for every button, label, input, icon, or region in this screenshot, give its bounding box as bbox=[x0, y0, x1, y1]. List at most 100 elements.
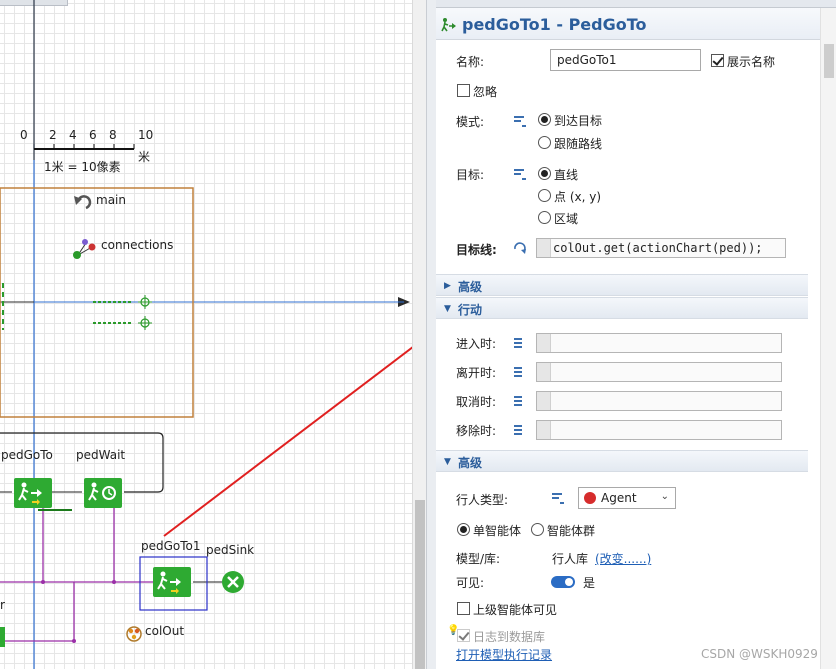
section-advanced-expanded[interactable]: ▼ 高级 bbox=[436, 450, 808, 472]
scrollbar-thumb[interactable] bbox=[824, 44, 834, 78]
chevron-down-icon: ⌄ bbox=[660, 491, 669, 502]
scale-tick: 4 bbox=[69, 128, 77, 142]
pedestrian-wait-icon bbox=[88, 482, 116, 501]
colOut-label: colOut bbox=[145, 624, 185, 638]
ignore-label: 忽略 bbox=[473, 85, 498, 99]
on-exit-code-field[interactable] bbox=[536, 362, 782, 382]
connections-icon bbox=[73, 251, 81, 259]
canvas-drawing bbox=[0, 0, 430, 669]
log-to-db-checkbox[interactable] bbox=[457, 629, 470, 642]
mode-radio-follow-route[interactable] bbox=[538, 136, 551, 149]
single-agent-label: 单智能体 bbox=[473, 524, 522, 538]
section-advanced-collapsed[interactable]: ▶ 高级 bbox=[436, 274, 808, 296]
agent-boundary bbox=[0, 187, 194, 418]
mode-label: 模式: bbox=[456, 115, 485, 129]
code-field-icon bbox=[514, 366, 526, 378]
mode-radio-reach-target[interactable] bbox=[538, 113, 551, 126]
expand-arrow-icon: ▶ bbox=[444, 281, 451, 291]
colOut-icon bbox=[126, 626, 142, 642]
target-radio-area[interactable] bbox=[538, 211, 551, 224]
watermark: CSDN @WSKH0929 bbox=[701, 647, 818, 661]
scrollbar-thumb[interactable] bbox=[415, 500, 425, 669]
name-label: 名称: bbox=[456, 55, 485, 69]
show-name-label: 展示名称 bbox=[727, 55, 776, 69]
code-field-icon bbox=[514, 395, 526, 407]
pedestrian-goto-icon bbox=[18, 482, 42, 505]
scale-tick: 10 bbox=[138, 128, 154, 142]
properties-scrollbar[interactable] bbox=[820, 8, 836, 669]
section-title: 行动 bbox=[458, 303, 483, 317]
scale-tick: 8 bbox=[109, 128, 117, 142]
pedGoTo-label: pedGoTo bbox=[1, 448, 53, 462]
properties-tabstrip[interactable] bbox=[436, 0, 836, 8]
target-line-code: colOut.get(actionChart(ped)); bbox=[553, 241, 763, 255]
annotation-arrow bbox=[163, 332, 430, 537]
partial-label: r bbox=[0, 598, 5, 612]
target-radio-line[interactable] bbox=[538, 167, 551, 180]
pedWait-label: pedWait bbox=[76, 448, 126, 462]
dynamic-value-icon[interactable] bbox=[514, 168, 526, 180]
properties-titlebar: pedGoTo1 - PedGoTo bbox=[436, 8, 820, 40]
open-execution-log-link[interactable]: 打开模型执行记录 bbox=[456, 648, 553, 662]
scale-tick: 6 bbox=[89, 128, 97, 142]
target-option-label: 直线 bbox=[554, 168, 579, 182]
dynamic-value-icon[interactable] bbox=[552, 492, 564, 504]
connections-label[interactable]: connections bbox=[101, 238, 174, 252]
change-library-link[interactable]: (改变......) bbox=[595, 552, 652, 566]
model-lib-label: 模型/库: bbox=[456, 552, 501, 566]
collapse-arrow-icon: ▼ bbox=[444, 304, 451, 314]
name-field[interactable]: pedGoTo1 bbox=[550, 49, 701, 71]
pedSink-label: pedSink bbox=[206, 543, 255, 557]
pedGoTo1-label: pedGoTo1 bbox=[141, 539, 201, 553]
on-cancel-code-field[interactable] bbox=[536, 391, 782, 411]
mode-option-label: 到达目标 bbox=[554, 114, 603, 128]
single-agent-radio[interactable] bbox=[457, 523, 470, 536]
agent-type-value: Agent bbox=[601, 491, 637, 505]
target-line-code-field[interactable]: colOut.get(actionChart(ped)); bbox=[536, 238, 786, 258]
agent-icon bbox=[584, 492, 596, 504]
code-field-icon bbox=[514, 337, 526, 349]
main-label[interactable]: main bbox=[96, 193, 126, 207]
section-title: 高级 bbox=[458, 456, 483, 470]
target-option-label: 区域 bbox=[554, 212, 579, 226]
section-actions[interactable]: ▼ 行动 bbox=[436, 297, 808, 319]
code-field-icon bbox=[514, 424, 526, 436]
pedGoTo-block[interactable] bbox=[14, 478, 52, 508]
on-exit-label: 离开时: bbox=[456, 366, 497, 380]
visible-value: 是 bbox=[583, 576, 596, 590]
agent-population-label: 智能体群 bbox=[547, 524, 596, 538]
agent-type-label: 行人类型: bbox=[456, 493, 509, 507]
on-enter-label: 进入时: bbox=[456, 337, 497, 351]
target-line-label: 目标线: bbox=[456, 243, 497, 257]
pedGoTo1-block[interactable] bbox=[153, 567, 191, 597]
lightbulb-icon: 💡 bbox=[447, 625, 460, 636]
code-toggle-icon[interactable] bbox=[512, 241, 528, 255]
ignore-checkbox[interactable] bbox=[457, 84, 470, 97]
mode-option-label: 跟随路线 bbox=[554, 137, 603, 151]
upper-agent-visible-label: 上级智能体可见 bbox=[473, 603, 558, 617]
section-title: 高级 bbox=[458, 280, 483, 294]
pane-divider[interactable] bbox=[426, 0, 436, 669]
scale-tick: 2 bbox=[49, 128, 57, 142]
main-icon bbox=[76, 195, 92, 210]
on-cancel-label: 取消时: bbox=[456, 395, 497, 409]
on-remove-code-field[interactable] bbox=[536, 420, 782, 440]
agent-type-select[interactable]: Agent ⌄ bbox=[578, 487, 676, 509]
model-canvas[interactable]: 0 2 4 6 8 10 米 1米 = 10像素 main connection… bbox=[0, 0, 430, 669]
show-name-checkbox[interactable] bbox=[711, 54, 724, 67]
log-to-db-label: 日志到数据库 bbox=[473, 630, 546, 644]
target-option-label: 点 (x, y) bbox=[554, 190, 602, 204]
properties-title: pedGoTo1 - PedGoTo bbox=[462, 15, 647, 34]
canvas-vertical-scrollbar[interactable] bbox=[412, 0, 426, 669]
pedestrian-goto-icon bbox=[157, 571, 181, 594]
on-remove-label: 移除时: bbox=[456, 424, 497, 438]
target-radio-point[interactable] bbox=[538, 189, 551, 202]
pedWait-block[interactable] bbox=[84, 478, 122, 508]
visible-toggle[interactable] bbox=[551, 576, 575, 588]
dynamic-value-icon[interactable] bbox=[514, 115, 526, 127]
upper-agent-visible-checkbox[interactable] bbox=[457, 602, 470, 615]
on-enter-code-field[interactable] bbox=[536, 333, 782, 353]
properties-panel: pedGoTo1 - PedGoTo 名称: pedGoTo1 展示名称 忽略 … bbox=[436, 0, 836, 669]
agent-population-radio[interactable] bbox=[531, 523, 544, 536]
pedestrian-goto-icon bbox=[441, 18, 456, 32]
